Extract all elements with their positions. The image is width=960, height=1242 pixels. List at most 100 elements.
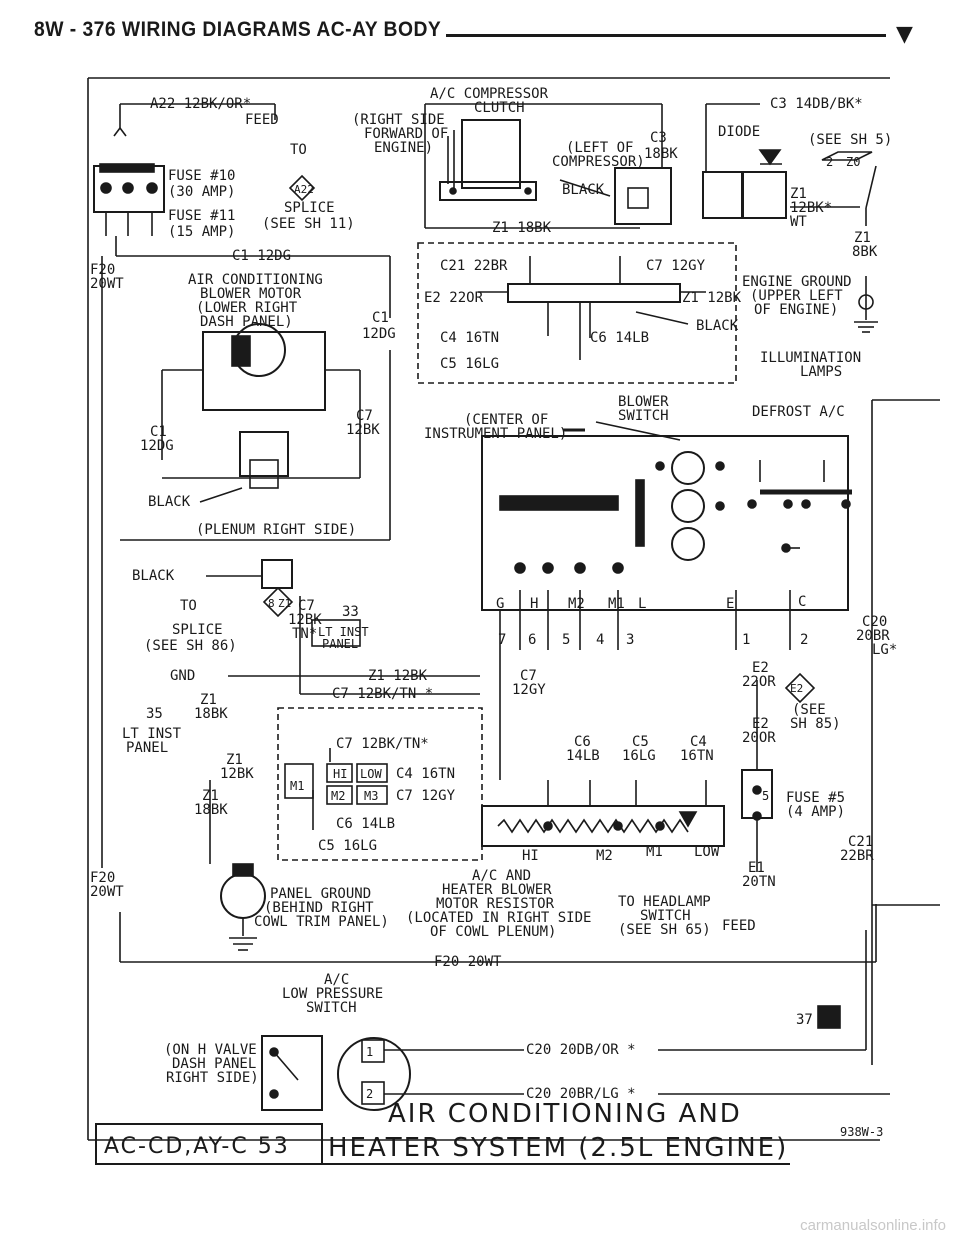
label-z1-8bk: Z1 (854, 230, 871, 246)
label-ac-and: A/C AND (472, 868, 531, 884)
label-c21-22br: C21 22BR (440, 258, 508, 274)
label-n3: 3 (626, 632, 634, 648)
label-c5-16lg-box: C5 16LG (318, 838, 377, 854)
label-pos-h: H (530, 596, 538, 612)
label-on-h-valve: (ON H VALVE (164, 1042, 257, 1058)
label-e1: E1 (748, 860, 765, 876)
label-to-headlamp: TO HEADLAMP (618, 894, 711, 910)
diagram-frame (87, 77, 940, 1141)
label-motor-resistor: MOTOR RESISTOR (436, 896, 555, 912)
label-c4-16tn-sw: C4 16TN (440, 330, 499, 346)
label-lt-panel: PANEL (322, 637, 358, 651)
label-see-sh65: (SEE SH 65) (618, 922, 711, 938)
label-z1-12bk-l: Z1 (226, 752, 243, 768)
label-feed: FEED (245, 112, 279, 128)
page-header: 8W - 376 WIRING DIAGRAMS AC-AY BODY ▼ (34, 14, 934, 54)
diode-assembly (702, 103, 878, 333)
fuse-block (93, 103, 391, 868)
label-res-low: LOW (694, 844, 720, 860)
header-rule (446, 34, 886, 37)
label-black-motor: BLACK (148, 494, 191, 510)
label-c21-r2: 22BR (840, 848, 874, 864)
label-located: (LOCATED IN RIGHT SIDE (406, 910, 591, 926)
label-see-sh85: (SEE (792, 702, 826, 718)
label-c5-16lg-r2: 16LG (622, 748, 656, 764)
label-c7-12bktn-box: C7 12BK/TN* (336, 736, 429, 752)
panel-ground (119, 780, 877, 963)
label-to-a22: A22 (294, 183, 314, 196)
label-z1-18bk-l2: 18BK (194, 802, 228, 818)
label-cowl-trim: COWL TRIM PANEL) (254, 914, 389, 930)
label-n2: 2 (800, 632, 808, 648)
label-e2-20or: E2 (752, 716, 769, 732)
label-res-m2: M2 (596, 848, 613, 864)
label-gnd: GND (170, 668, 195, 684)
label-defrost: DEFROST A/C (752, 404, 845, 420)
header-arrow-icon: ▼ (896, 22, 913, 47)
label-c20-20br: 20BR (856, 628, 890, 644)
label-cowl-plenum: OF COWL PLENUM) (430, 924, 556, 940)
switch-wires (499, 590, 791, 780)
label-z1-diode: Z1 (790, 186, 807, 202)
label-see-sh86: (SEE SH 86) (144, 638, 237, 654)
label-c7-12bk-tn: C7 (298, 598, 315, 614)
label-c7-12gy-sw: C7 12GY (646, 258, 706, 274)
low-pressure-switch (261, 930, 890, 1111)
fuse-five (741, 672, 816, 872)
page-title: 8W - 376 WIRING DIAGRAMS AC-AY BODY (34, 18, 442, 41)
label-n4: 4 (596, 632, 604, 648)
label-z1-12bk-l2: 12BK (220, 766, 254, 782)
label-f20-top: F20 (90, 262, 115, 278)
label-lamps: LAMPS (800, 364, 842, 380)
label-comp-title: A/C COMPRESSOR (430, 86, 549, 102)
label-fuse5-num: 5 (762, 789, 769, 803)
label-low: LOW (360, 767, 382, 781)
label-c1-right2: 12DG (362, 326, 396, 342)
system-line2: HEATER SYSTEM (2.5L ENGINE) (328, 1133, 788, 1163)
label-z1-18bk-l: Z1 (202, 788, 219, 804)
label-to-8: TO (180, 598, 197, 614)
label-black-mid: BLACK (132, 568, 175, 584)
label-res-m1: M1 (646, 844, 663, 860)
label-z1-12bk-mid: Z1 12BK (368, 668, 428, 684)
label-c3-top: C3 (650, 130, 667, 146)
label-instrument-panel: INSTRUMENT PANEL) (424, 426, 567, 442)
label-c7-right: C7 (356, 408, 373, 424)
label-c4-16tn-r: C4 (690, 734, 707, 750)
label-pos-g: G (496, 596, 504, 612)
watermark: carmanualsonline.info (800, 1217, 946, 1234)
label-c7-12gy-box: C7 12GY (396, 788, 456, 804)
label-see-sh85-2: SH 85) (790, 716, 841, 732)
blower-resistor (481, 780, 725, 847)
blower-motor (120, 323, 391, 541)
label-c21-r: C21 (848, 834, 873, 850)
label-right-side: (RIGHT SIDE (352, 112, 445, 128)
label-c5-16lg-r: C5 (632, 734, 649, 750)
label-m1: M1 (290, 779, 304, 793)
body-code: AC-CD,AY-C 53 (104, 1134, 290, 1159)
figure-id: 938W-3 (840, 1125, 883, 1139)
label-c5-16lg-sw: C5 16LG (440, 356, 499, 372)
label-pos-m2: M2 (568, 596, 585, 612)
label-headlamp-switch: SWITCH (640, 908, 691, 924)
label-e2-diamond: E2 (790, 682, 803, 695)
label-pos-m1: M1 (608, 596, 625, 612)
label-black-sw: BLACK (696, 318, 739, 334)
label-c3-14db: C3 14DB/BK* (770, 96, 863, 112)
label-c7-12gy-r: C7 (520, 668, 537, 684)
label-switch: SWITCH (618, 408, 669, 424)
label-f20-bot: F20 (90, 870, 115, 886)
label-pos-l: L (638, 596, 646, 612)
label-c1-right: C1 (372, 310, 389, 326)
label-to-8-z1: Z1 (278, 597, 291, 610)
label-ac-blower: AIR CONDITIONING (188, 272, 323, 288)
label-black-comp: BLACK (562, 182, 605, 198)
label-pos-e: E (726, 596, 734, 612)
label-z1-18bk-top: Z1 18BK (492, 220, 552, 236)
label-splice-sh86: SPLICE (172, 622, 223, 638)
label-lt-panel2: PANEL (126, 740, 168, 756)
label-to-8-val: 8 (268, 597, 275, 610)
label-c20: C20 (862, 614, 887, 630)
label-f20wt-bot: 20WT (90, 884, 124, 900)
